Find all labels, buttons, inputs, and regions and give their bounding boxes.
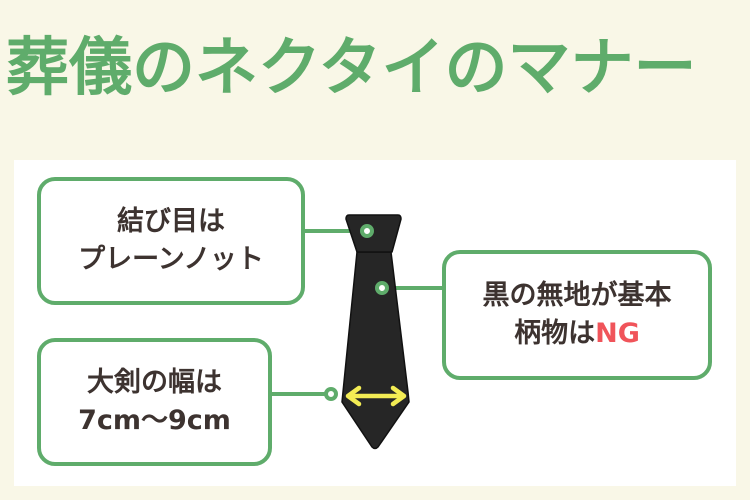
callout-color-line2-prefix: 柄物は	[514, 318, 596, 349]
callout-width-line1: 大剣の幅は	[87, 367, 222, 398]
callout-knot-line1: 結び目は	[117, 206, 225, 237]
callout-width-line2: 7cm〜9cm	[78, 405, 231, 436]
ng-highlight: NG	[595, 318, 640, 349]
width-arrow-icon	[345, 385, 407, 407]
dot-color-icon	[375, 281, 389, 295]
callout-knot: 結び目は プレーンノット	[37, 177, 305, 305]
callout-knot-line2: プレーンノット	[78, 244, 264, 275]
dot-width-icon	[324, 387, 338, 401]
tie-blade-icon	[341, 251, 410, 450]
callout-color-line2: 柄物はNG	[514, 315, 640, 353]
callout-dots	[324, 224, 389, 401]
callout-color: 黒の無地が基本 柄物はNG	[442, 250, 712, 380]
callout-width: 大剣の幅は 7cm〜9cm	[37, 338, 272, 466]
dot-knot-icon	[360, 224, 374, 238]
callout-color-line1: 黒の無地が基本	[482, 280, 672, 311]
page-title: 葬儀のネクタイのマナー	[6, 31, 697, 104]
